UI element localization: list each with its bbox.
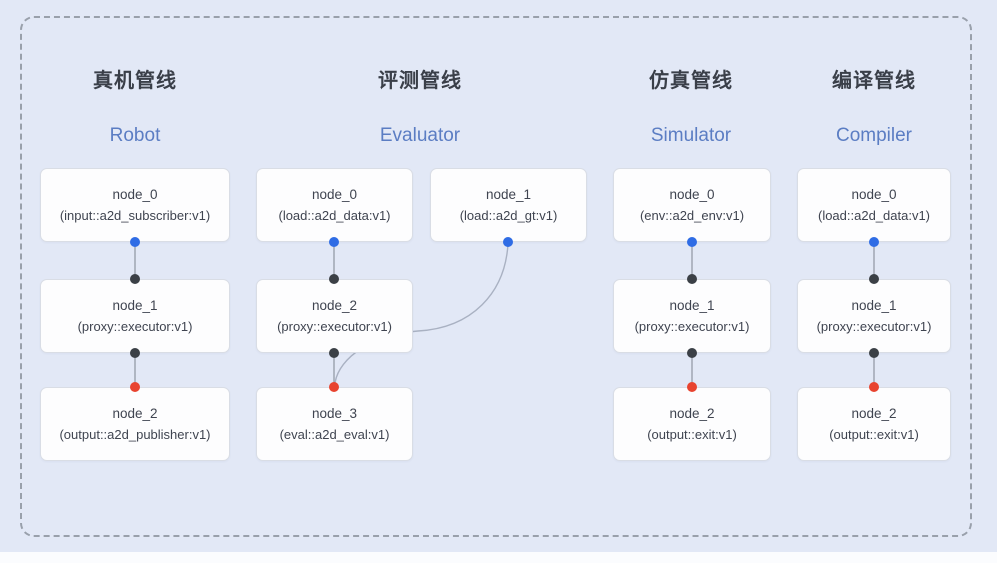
node-name: node_1: [485, 187, 532, 202]
node-type: (proxy::executor:v1): [277, 319, 392, 334]
pipeline-title-en-evaluator: Evaluator: [379, 125, 461, 146]
input-port-dot: [687, 382, 697, 392]
input-port-dot: [869, 382, 879, 392]
node-name: node_1: [669, 298, 715, 313]
node-box-eval-node3: node_3 (eval::a2d_eval:v1): [256, 387, 413, 461]
input-port-dot: [687, 274, 697, 284]
pipeline-title-zh-compiler: 编译管线: [832, 70, 916, 92]
node-name: node_2: [851, 406, 897, 421]
node-type: (output::a2d_publisher:v1): [59, 427, 211, 442]
node-type: (output::exit:v1): [829, 427, 919, 442]
node-box-robot-node1: node_1 (proxy::executor:v1): [40, 279, 230, 353]
node-type: (output::exit:v1): [647, 427, 737, 442]
node-box-comp-node2: node_2 (output::exit:v1): [797, 387, 951, 461]
node-name: node_3: [311, 406, 358, 421]
node-name: node_0: [669, 187, 715, 202]
node-type: (input::a2d_subscriber:v1): [59, 208, 211, 223]
node-name: node_0: [311, 187, 358, 202]
pipeline-title-zh-simulator: 仿真管线: [649, 70, 733, 92]
node-type: (env::a2d_env:v1): [639, 208, 745, 223]
pipeline-title-en-compiler: Compiler: [835, 125, 913, 146]
pipeline-title-en-robot: Robot: [109, 125, 161, 146]
input-port-dot: [869, 274, 879, 284]
node-box-robot-node2: node_2 (output::a2d_publisher:v1): [40, 387, 230, 461]
node-type: (load::a2d_data:v1): [817, 208, 931, 223]
node-name: node_2: [112, 406, 158, 421]
edge-curve-gt-to-eval: [334, 243, 509, 384]
input-port-dot: [130, 382, 140, 392]
node-name: node_2: [669, 406, 715, 421]
input-port-dot: [329, 274, 339, 284]
node-name: node_0: [851, 187, 897, 202]
dashed-container: [20, 16, 972, 537]
node-box-sim-node2: node_2 (output::exit:v1): [613, 387, 771, 461]
node-name: node_0: [112, 187, 158, 202]
node-name: node_2: [311, 298, 358, 313]
node-box-comp-node1: node_1 (proxy::executor:v1): [797, 279, 951, 353]
node-type: (proxy::executor:v1): [816, 319, 932, 334]
output-port-dot: [329, 348, 339, 358]
node-type: (load::a2d_data:v1): [278, 208, 391, 223]
node-name: node_1: [112, 298, 158, 313]
node-type: (eval::a2d_eval:v1): [279, 427, 390, 442]
node-box-eval-node0: node_0 (load::a2d_data:v1): [256, 168, 413, 242]
pipeline-title-zh-robot: 真机管线: [93, 70, 177, 92]
node-name: node_1: [851, 298, 897, 313]
input-port-dot: [130, 274, 140, 284]
node-box-comp-node0: node_0 (load::a2d_data:v1): [797, 168, 951, 242]
node-box-eval-node1: node_1 (load::a2d_gt:v1): [430, 168, 587, 242]
output-port-dot: [687, 348, 697, 358]
pipeline-title-zh-evaluator: 评测管线: [378, 70, 462, 92]
node-type: (load::a2d_gt:v1): [459, 208, 558, 223]
output-port-dot: [130, 237, 140, 247]
output-port-dot: [869, 348, 879, 358]
input-port-dot: [329, 382, 339, 392]
node-type: (proxy::executor:v1): [77, 319, 193, 334]
node-type: (proxy::executor:v1): [634, 319, 750, 334]
node-box-sim-node1: node_1 (proxy::executor:v1): [613, 279, 771, 353]
output-port-dot: [869, 237, 879, 247]
pipeline-title-en-simulator: Simulator: [650, 125, 732, 146]
output-port-dot: [130, 348, 140, 358]
node-box-sim-node0: node_0 (env::a2d_env:v1): [613, 168, 771, 242]
output-port-dot: [503, 237, 513, 247]
output-port-dot: [687, 237, 697, 247]
output-port-dot: [329, 237, 339, 247]
node-box-robot-node0: node_0 (input::a2d_subscriber:v1): [40, 168, 230, 242]
node-box-eval-node2: node_2 (proxy::executor:v1): [256, 279, 413, 353]
